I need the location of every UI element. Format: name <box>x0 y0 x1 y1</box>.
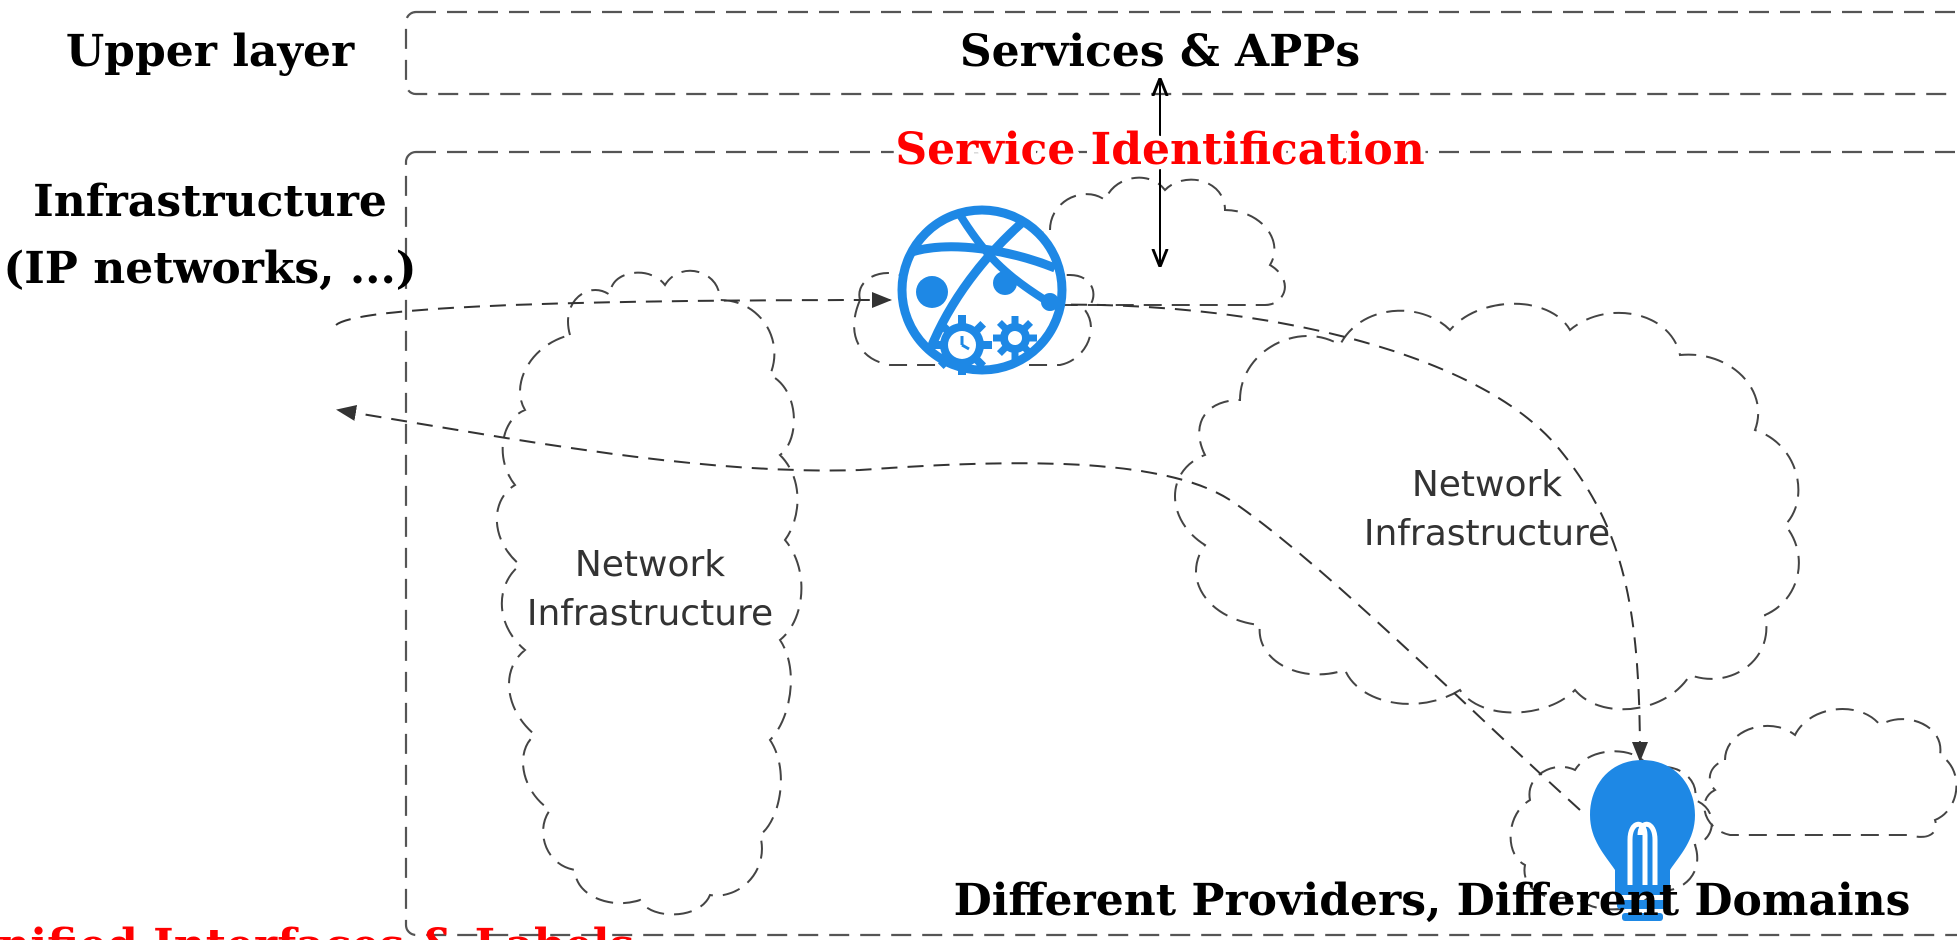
path-endpoint-return <box>336 405 1581 811</box>
right-network-label-line1: Network <box>1412 464 1562 505</box>
infrastructure-box <box>404 150 1957 937</box>
bottom-cut-label: Unified Interfaces & Labels <box>0 920 634 940</box>
path-controller-to-endpoint <box>1044 303 1648 762</box>
bottom-right-cloud-b <box>1703 708 1957 838</box>
bottom-right-cloud-a <box>1509 750 1713 911</box>
left-network-label-line1: Network <box>575 544 725 585</box>
upper-layer-box <box>404 10 1957 96</box>
services-apps-label: Services & APPs <box>960 26 1360 77</box>
providers-label: Different Providers, Different Domains <box>954 875 1911 926</box>
controller-base-cloud <box>853 272 1095 366</box>
upper-layer-label: Upper layer <box>66 26 355 77</box>
globe-gears-icon <box>897 205 1067 375</box>
left-network-label-line2: Infrastructure <box>527 593 773 634</box>
left-network-cloud <box>495 269 803 916</box>
right-network-label-line2: Infrastructure <box>1364 513 1610 554</box>
path-to-controller <box>335 292 892 326</box>
lightbulb-icon <box>1590 760 1695 921</box>
service-identification-label: Service Identification <box>895 124 1424 175</box>
infrastructure-label-line1: Infrastructure <box>33 176 387 227</box>
infrastructure-label-line2: (IP networks, ...) <box>3 243 416 294</box>
right-network-cloud <box>1174 302 1800 714</box>
